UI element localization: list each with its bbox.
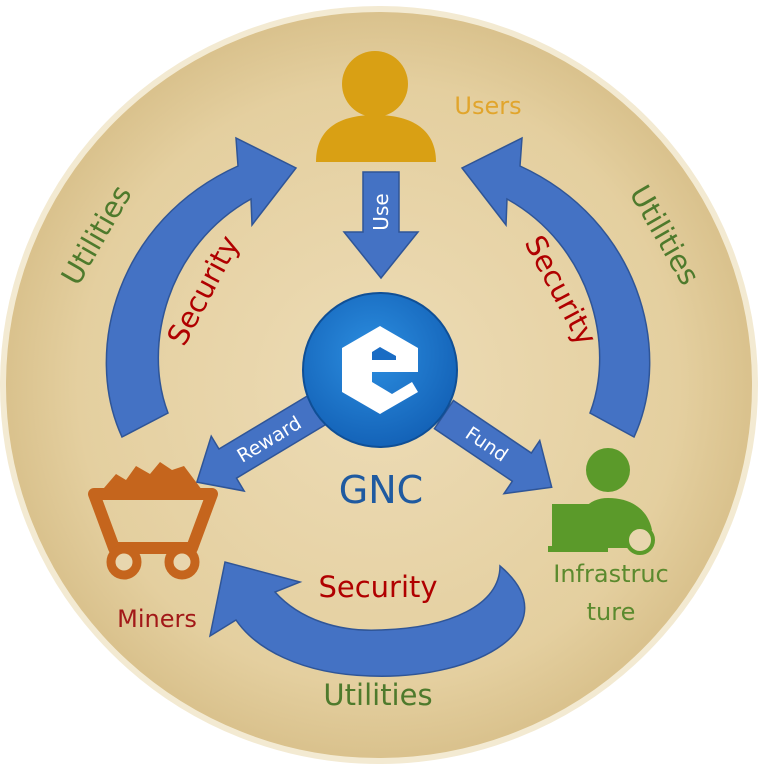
right-loop-arrow bbox=[460, 136, 651, 439]
mine-cart-icon bbox=[88, 462, 218, 580]
left-loop-arrow bbox=[105, 136, 298, 439]
use-label: Use bbox=[369, 193, 393, 230]
bottom-loop-arrow bbox=[208, 561, 526, 677]
gnc-logo-icon bbox=[302, 292, 458, 448]
reward-arrow: Reward bbox=[195, 394, 327, 493]
miners-label: Miners bbox=[117, 605, 197, 633]
infrastructure-label-line2: ture bbox=[587, 598, 636, 626]
use-arrow: Use bbox=[342, 171, 420, 280]
bottom-utilities-label: Utilities bbox=[323, 678, 432, 712]
infrastructure-label-line1: Infrastruc bbox=[553, 560, 669, 588]
gnc-label: GNC bbox=[339, 468, 423, 512]
user-laptop-icon bbox=[548, 448, 655, 555]
bottom-security-label: Security bbox=[318, 570, 437, 604]
user-icon bbox=[316, 51, 436, 162]
users-label: Users bbox=[454, 92, 521, 120]
